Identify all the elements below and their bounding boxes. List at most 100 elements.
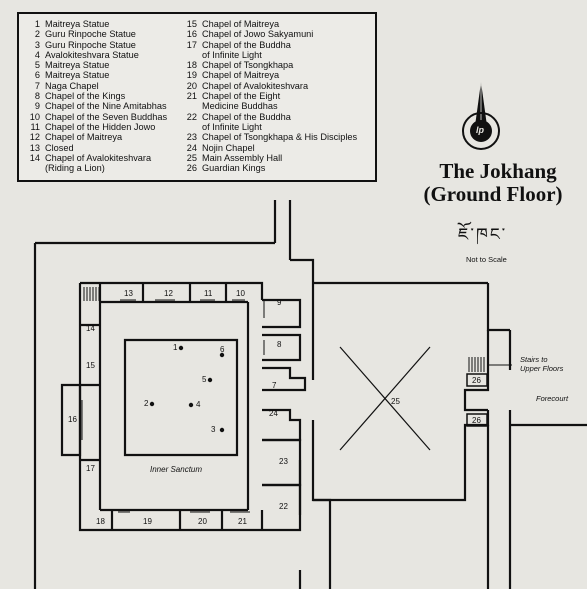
scale-note: Not to Scale <box>466 255 507 264</box>
room-26-upper-label: 26 <box>472 376 481 385</box>
legend-item-label: Chapel of the Buddha <box>202 111 291 122</box>
room-26-lower-label: 26 <box>472 416 481 425</box>
legend-item: 25 Main Assembly Hall <box>184 153 357 163</box>
room-10-label: 10 <box>236 289 245 298</box>
tibetan-script: ཇོ་ཁང་ <box>458 225 508 245</box>
legend-item-label: Maitreya Statue <box>45 19 110 29</box>
legend-item-number: 15 <box>186 19 197 29</box>
legend-item-label: Chapel of Maitreya <box>202 70 280 81</box>
legend-item-number: 24 <box>186 142 197 153</box>
room-19-label: 19 <box>143 517 152 526</box>
legend-item-number: 16 <box>186 29 197 40</box>
legend-item-number: 17 <box>186 39 197 50</box>
room-16-label: 16 <box>68 415 77 424</box>
room-9-label: 9 <box>277 298 282 307</box>
stairs-label-line1: Stairs to <box>520 355 548 364</box>
room-7-label: 7 <box>272 381 277 390</box>
legend-item-sublabel: Medicine Buddhas <box>202 101 278 112</box>
legend-item-label: Chapel of Tsongkhapa <box>202 60 294 71</box>
legend-item-number: 3 <box>34 39 40 50</box>
legend-item: 4 Avalokiteshvara Statue <box>27 50 167 60</box>
legend-item: 11 Chapel of the Hidden Jowo <box>27 122 167 132</box>
legend-item-label: Chapel of Maitreya <box>45 132 123 143</box>
map-subtitle: (Ground Floor) <box>423 182 563 206</box>
legend-item-label: Nojin Chapel <box>202 142 255 153</box>
map-title: The Jokhang <box>439 159 557 183</box>
legend-item: 21 Chapel of the Eight <box>184 91 357 101</box>
legend-item: 24 Nojin Chapel <box>184 143 357 153</box>
room-21-label: 21 <box>238 517 247 526</box>
legend-item-number: 23 <box>186 132 197 143</box>
logo-text: lp <box>476 125 484 135</box>
room-4-label: 4 <box>196 400 201 409</box>
legend-item-number: 26 <box>186 163 197 174</box>
legend-item-label: Chapel of the Eight <box>202 91 281 102</box>
legend-item-label: Chapel of Avalokiteshvara <box>202 80 309 91</box>
room-23-label: 23 <box>279 457 288 466</box>
lp-logo-icon <box>462 82 500 150</box>
legend-item-number: 10 <box>29 111 40 122</box>
legend-item-number: 9 <box>34 101 40 112</box>
room-17-label: 17 <box>86 464 95 473</box>
stairs-label-line2: Upper Floors <box>520 364 564 373</box>
room-3-label: 3 <box>211 425 216 434</box>
legend-item-number: 6 <box>34 70 40 81</box>
legend-item: 2 Guru Rinpoche Statue <box>27 29 167 39</box>
legend-item-sublabel: (Riding a Lion) <box>45 163 105 174</box>
legend-item-label: Guru Rinpoche Statue <box>45 39 136 50</box>
legend-item-number: 19 <box>186 70 197 81</box>
legend-item: 19 Chapel of Maitreya <box>184 70 357 80</box>
legend-item-label: Guru Rinpoche Statue <box>45 29 136 40</box>
legend-item-label: Chapel of Maitreya <box>202 19 280 29</box>
room-15-label: 15 <box>86 361 95 370</box>
forecourt-label: Forecourt <box>536 394 569 403</box>
legend-item-number: 4 <box>34 49 40 60</box>
room-2-label: 2 <box>144 399 149 408</box>
room-13-label: 13 <box>124 289 133 298</box>
legend-item-number: 8 <box>34 91 40 102</box>
legend-item-label: Chapel of Tsongkhapa & His Disciples <box>202 132 358 143</box>
room-25-label: 25 <box>391 397 400 406</box>
room-6-label: 6 <box>220 345 225 354</box>
room-11-label: 11 <box>204 289 213 298</box>
legend-item-number: 21 <box>186 91 197 102</box>
inner-sanctum-label: Inner Sanctum <box>150 465 203 474</box>
legend-item-sublabel: of Infinite Light <box>202 121 262 132</box>
legend-item: 26 Guardian Kings <box>184 163 357 173</box>
legend-item-number: 2 <box>34 29 40 40</box>
legend-item-number: 11 <box>30 121 40 132</box>
legend-item-number: 1 <box>34 19 40 29</box>
legend-item-label: Guardian Kings <box>202 163 266 174</box>
room-24-label: 24 <box>269 409 278 418</box>
legend-item-number: 5 <box>34 60 40 71</box>
legend-item-label: Chapel of the Buddha <box>202 39 291 50</box>
legend-item-label: Chapel of the Hidden Jowo <box>45 121 156 132</box>
room-20-label: 20 <box>198 517 207 526</box>
room-12-label: 12 <box>164 289 173 298</box>
legend-item-number: 25 <box>186 152 197 163</box>
legend-item-label: Main Assembly Hall <box>202 152 283 163</box>
room-8-label: 8 <box>277 340 282 349</box>
legend-item-label: Maitreya Statue <box>45 60 110 71</box>
legend-item-label: Avalokiteshvara Statue <box>45 49 139 60</box>
legend-item-sublabel: of Infinite Light <box>202 49 262 60</box>
room-18-label: 18 <box>96 517 105 526</box>
legend-item-number: 13 <box>29 142 40 153</box>
legend-item: 17 Chapel of the Buddha <box>184 40 357 50</box>
room-22-label: 22 <box>279 502 288 511</box>
room-1-label: 1 <box>173 343 178 352</box>
legend-item: 5 Maitreya Statue <box>27 60 167 70</box>
legend-item-label: Naga Chapel <box>45 80 99 91</box>
